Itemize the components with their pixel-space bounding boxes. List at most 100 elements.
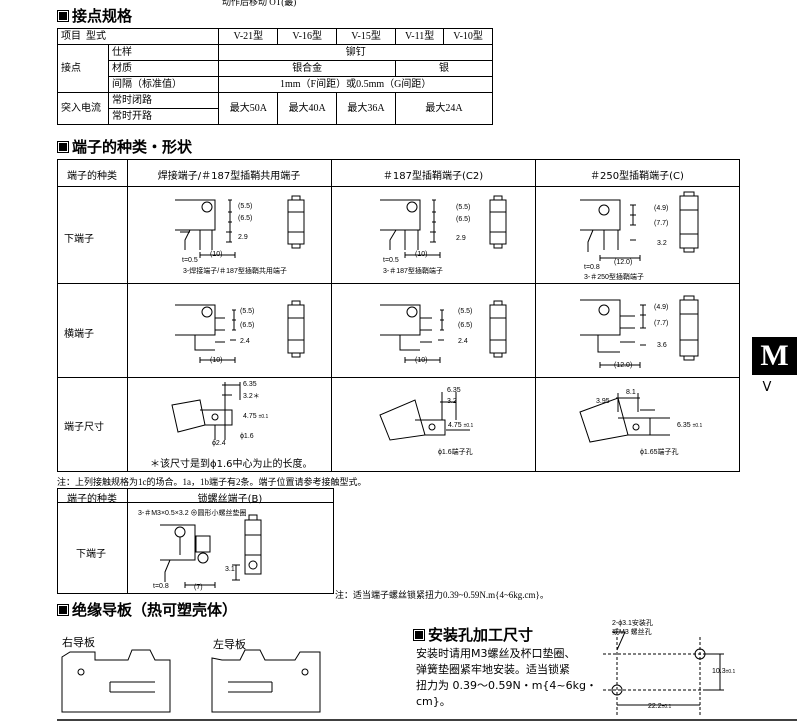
mount-description: 安装时请用M3螺丝及杯口垫圈、 弹簧垫圈紧牢地安装。适当锁紧 扭力为 0.39～… <box>416 646 597 710</box>
dim-label: 3.2 <box>447 398 457 405</box>
mount-line: cm}。 <box>416 695 451 708</box>
header-cut-text: 动作后移动 OT(最) <box>222 0 297 7</box>
250-dim-drawing <box>579 393 670 443</box>
square-bullet-icon <box>57 141 69 153</box>
row-side-terminal: 横端子 <box>64 329 94 340</box>
dim-label: (5.5) <box>456 204 471 211</box>
187-bottom-drawing <box>380 195 507 258</box>
dim-label: (10) <box>210 251 223 258</box>
terminal-header-kind: 端子的种类 <box>67 171 117 182</box>
dim-label: ϕ2.4 <box>212 440 226 447</box>
dim-label: 3.2 <box>657 240 667 247</box>
inrush-label: 突入电流 <box>57 92 109 125</box>
dim-label: (5.5) <box>238 203 253 210</box>
dim-label: (10) <box>415 251 428 258</box>
right-plate-drawing <box>61 649 171 713</box>
dim-label: (6.5) <box>458 322 473 329</box>
left-plate-drawing <box>211 649 321 713</box>
dim-label: (7.7) <box>654 220 669 227</box>
caption-250: 3-＃250型插鞘端子 <box>584 274 644 281</box>
inrush-v15: 最大36A <box>336 92 396 125</box>
left-plate-label: 左导板 <box>213 638 246 651</box>
hole-label: 或M3 螺丝孔 <box>612 629 652 636</box>
dim-label: t=0.8 <box>584 264 600 271</box>
row-terminal-dims: 端子尺寸 <box>64 422 104 433</box>
dim-label: (5.5) <box>458 308 473 315</box>
dim-label: (6.5) <box>456 216 471 223</box>
dim-label: (4.9) <box>654 304 669 311</box>
right-plate-label: 右导板 <box>62 636 95 649</box>
torque-note: 注：适当端子螺丝锁紧扭力0.39~0.59N.m{4~6kg.cm}。 <box>335 590 549 600</box>
dim-label: (7) <box>194 584 203 591</box>
washer-icon: ⊕ <box>190 510 198 517</box>
dim-label: (12.0) <box>614 259 633 266</box>
dim-label: (12.0) <box>614 362 633 369</box>
dim-label: t=0.8 <box>153 583 169 590</box>
dim-label: ϕ1.6端子孔 <box>438 449 473 456</box>
dim-label: (10) <box>415 357 428 364</box>
mount-title-text: 安装孔加工尺寸 <box>428 626 534 644</box>
inrush-v16: 最大40A <box>277 92 338 125</box>
250-bottom-drawing <box>580 191 699 261</box>
inrush-v11-v10: 最大24A <box>394 92 494 125</box>
mount-line: 扭力为 0.39～0.59N・m{4~6kg・ <box>416 679 597 692</box>
terminal-header-187: ＃187型插鞘端子(C2) <box>382 171 484 182</box>
dim-label: 3.1 <box>225 566 235 573</box>
screw-header-kind: 端子的种类 <box>67 494 117 505</box>
mount-holes-solid <box>611 631 724 706</box>
mount-line: 弹簧垫圈紧牢地安装。适当锁紧 <box>416 663 570 676</box>
star-note: ＊该尺寸是到ϕ1.6中心为止的长度。 <box>150 459 313 470</box>
dim-label: 2.4 <box>240 338 250 345</box>
dim-label: 3.6 <box>657 342 667 349</box>
dim-label: 8.1 <box>626 389 636 396</box>
screw-caption: 3-＃M3×0.5×3.2 ⊕圆形小螺丝垫圈 <box>138 510 247 517</box>
dim-label: 2.9 <box>238 234 248 241</box>
dim-label: 4.75 ±0.1 <box>448 422 474 429</box>
dim-label: (5.5) <box>240 308 255 315</box>
dim-label: (4.9) <box>654 205 669 212</box>
screw-row-label: 下端子 <box>76 549 106 560</box>
dim-label: 2.9 <box>456 235 466 242</box>
dim-label: 10.3±0.1 <box>712 668 736 675</box>
mount-line: 安装时请用M3螺丝及杯口垫圈、 <box>416 647 576 660</box>
dim-label: t=0.5 <box>383 257 399 264</box>
dim-label: 6.35 <box>447 387 461 394</box>
dim-label: (6.5) <box>240 322 255 329</box>
screw-header-b: 锁螺丝端子(B) <box>197 494 263 505</box>
187-side-drawing <box>380 300 507 363</box>
dim-label: 3.95 <box>596 398 610 405</box>
dim-label: (6.5) <box>238 215 253 222</box>
terminal-title-text: 端子的种类・形状 <box>72 138 193 156</box>
solder-side-drawing <box>175 300 305 363</box>
caption-solder: 3-焊接端子/＃187型插鞘共用端子 <box>183 268 287 275</box>
row-bottom-terminal: 下端子 <box>64 234 94 245</box>
dim-label: (10) <box>210 357 223 364</box>
solder-dim-drawing <box>171 382 241 440</box>
hole-label: 2-ϕ3.1安装孔 <box>612 620 653 627</box>
mount-section-title: 安装孔加工尺寸 <box>413 624 533 645</box>
inrush-v21: 最大50A <box>218 92 279 125</box>
square-bullet-icon <box>57 10 69 22</box>
solder-bottom-drawing <box>175 195 305 258</box>
dim-label: 2.4 <box>458 338 468 345</box>
contact-note: 注：上列接触规格为1c的场合。1a，1b端子有2条。端子位置请参考接触型式。 <box>57 477 367 487</box>
spec-table: 项目 型式 V-21型 V-16型 V-15型 V-11型 V-10型 接点 仕… <box>56 28 494 125</box>
dim-label: 6.35 ±0.1 <box>677 422 703 429</box>
insulation-section-title: 绝缘导板（热可塑壳体） <box>57 599 237 620</box>
dim-label: ϕ1.65端子孔 <box>640 449 679 456</box>
square-bullet-icon <box>57 604 69 616</box>
dim-label: 6.35 <box>243 381 257 388</box>
250-side-drawing <box>580 295 699 368</box>
dim-label: 22.2±0.1 <box>648 703 672 710</box>
insulation-title-text: 绝缘导板（热可塑壳体） <box>72 601 238 619</box>
screw-bottom-drawing <box>160 514 262 588</box>
dim-label: t=0.5 <box>182 257 198 264</box>
dim-label: 3.2＊ <box>243 393 260 400</box>
side-tab-v: V <box>762 380 772 395</box>
187-dim-drawing <box>379 392 470 441</box>
inrush-row-open: 常时开路 <box>107 108 220 125</box>
dim-label: ϕ1.6 <box>240 433 254 440</box>
dim-label: (7.7) <box>654 320 669 327</box>
